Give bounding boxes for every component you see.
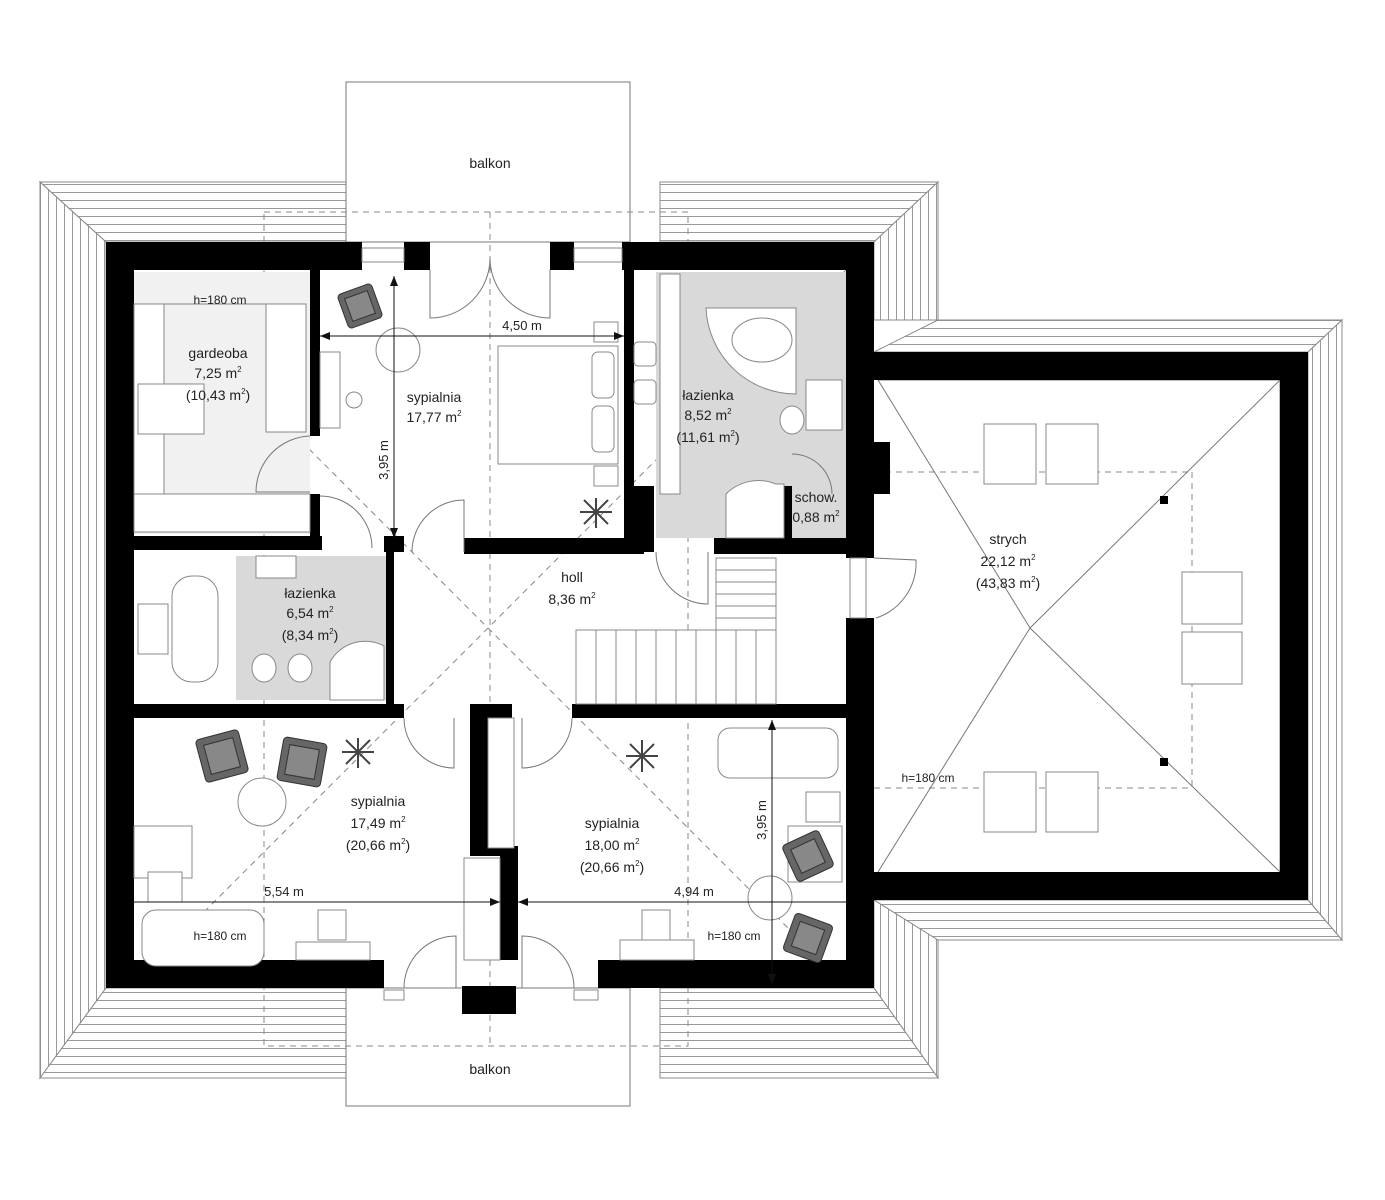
holl-area: 8,36 m2 — [548, 591, 596, 607]
strych-area: 22,12 m2 — [980, 553, 1036, 569]
gardeoba-name: gardeoba — [188, 345, 247, 361]
lazienka-mid-area-full: (8,34 m2) — [282, 627, 339, 643]
strych-area-full: (43,83 m2) — [976, 575, 1040, 591]
staircase — [575, 557, 777, 705]
sypialnia-top-area: 17,77 m2 — [406, 409, 462, 425]
roof-eave-attic-right — [1307, 318, 1343, 942]
dimension-lines — [134, 276, 846, 984]
lazienka-top-area: 8,52 m2 — [684, 407, 732, 423]
holl-name: holl — [561, 569, 583, 585]
sypialnia-right-height-note: h=180 cm — [707, 929, 760, 943]
lazienka-top-area-full: (11,61 m2) — [676, 429, 739, 445]
furniture — [133, 273, 1243, 967]
roof-eave-left — [39, 180, 107, 1080]
sypialnia-right-area-full: (20,66 m2) — [580, 859, 644, 875]
dimension-labels: 4,50 m 3,95 m 5,54 m 4,94 m 3,95 m — [264, 318, 769, 899]
plant-icon — [342, 498, 658, 772]
strych-height-note: h=180 cm — [901, 771, 954, 785]
sypialnia-right-area: 18,00 m2 — [584, 837, 640, 853]
balcony-top — [345, 81, 631, 243]
balkon-top-label: balkon — [469, 155, 510, 171]
sypialnia-left-name: sypialnia — [351, 793, 406, 809]
gardeoba-area-full: (10,43 m2) — [186, 387, 250, 403]
dim-right-height: 3,95 m — [754, 800, 769, 840]
dim-right-width: 4,94 m — [674, 884, 714, 899]
sypialnia-left-area-full: (20,66 m2) — [346, 837, 410, 853]
walls — [106, 242, 1308, 1014]
schowek-name: schow. — [795, 489, 838, 505]
sypialnia-top-name: sypialnia — [407, 389, 462, 405]
lazienka-mid-name: łazienka — [284, 585, 336, 601]
windows — [361, 247, 867, 1001]
dim-top-height: 3,95 m — [376, 440, 391, 480]
roof-eave-attic-bottom — [872, 899, 1344, 941]
lazienka-top-name: łazienka — [682, 387, 734, 403]
strych-name: strych — [989, 531, 1026, 547]
roof-eave-attic-top — [873, 319, 1344, 353]
gardeoba-height-note: h=180 cm — [193, 293, 246, 307]
dim-left-width: 5,54 m — [264, 884, 304, 899]
doors — [255, 257, 917, 989]
schowek-area: 0,88 m2 — [792, 509, 840, 525]
sypialnia-right-name: sypialnia — [585, 815, 640, 831]
gardeoba-area: 7,25 m2 — [194, 365, 242, 381]
room-labels: balkon balkon h=180 cm gardeoba 7,25 m2 … — [186, 155, 1040, 1077]
dim-top-width: 4,50 m — [502, 318, 542, 333]
sypialnia-left-area: 17,49 m2 — [350, 815, 406, 831]
balkon-bottom-label: balkon — [469, 1061, 510, 1077]
lazienka-mid-area: 6,54 m2 — [286, 605, 334, 621]
sypialnia-left-height-note: h=180 cm — [193, 929, 246, 943]
